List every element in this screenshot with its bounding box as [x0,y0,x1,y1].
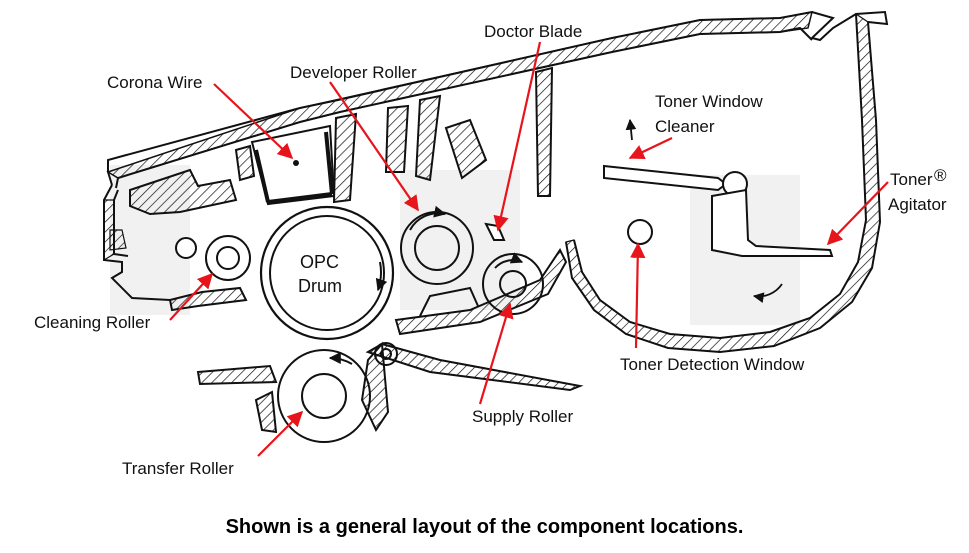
developer-roller [400,205,474,285]
opc-drum [259,205,395,341]
motion-arrows [625,118,783,303]
trademark-mark: ® [934,166,947,185]
arrow-toner-window-cleaner [628,137,673,159]
transfer-roller [277,342,398,443]
label-opc-drum-line1: OPC [300,252,339,272]
toner-detection-window-circle [627,219,653,245]
label-supply-roller: Supply Roller [472,407,573,426]
label-doctor-blade: Doctor Blade [484,22,582,41]
label-developer-roller: Developer Roller [290,63,417,82]
corona-wire-dot [293,160,299,166]
label-toner-window-cleaner-line2: Cleaner [655,117,715,136]
label-toner-window-cleaner-line1: Toner Window [655,92,763,111]
cleaning-roller [175,235,251,281]
arrow-supply-roller [478,302,514,405]
corona-wire-housing [250,124,336,206]
label-toner-agitator-line1: Toner [890,170,933,189]
arrow-toner-agitator [826,181,889,246]
arrow-toner-detection-window [630,242,646,349]
arrow-developer-roller [329,81,419,212]
cleaning-roller-small [175,237,197,259]
callout-arrows [169,41,889,457]
arrow-cleaning-roller [169,272,214,321]
label-cleaning-roller: Cleaning Roller [34,313,151,332]
label-corona-wire: Corona Wire [107,73,202,92]
label-transfer-roller: Transfer Roller [122,459,234,478]
arrow-doctor-blade [493,41,542,232]
label-toner-agitator-line2: Agitator [888,195,947,214]
figure-caption: Shown is a general layout of the compone… [225,516,744,538]
toner-agitator-assembly [603,164,834,257]
label-toner-detection-window: Toner Detection Window [620,355,805,374]
arrow-corona-wire [213,83,294,160]
arrow-transfer-roller [257,410,304,457]
label-opc-drum-line2: Drum [298,276,342,296]
